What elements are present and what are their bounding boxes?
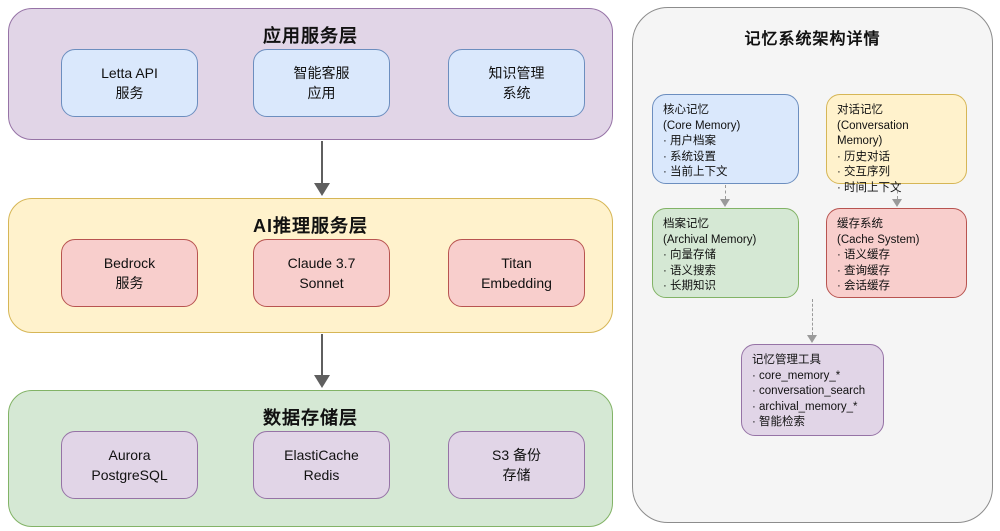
node-label-line1: Bedrock <box>103 255 156 271</box>
node-smart-customer-service: 智能客服 应用 <box>253 49 390 117</box>
memory-system-panel: 记忆系统架构详情 核心记忆 (Core Memory) 用户档案 系统设置 当前… <box>632 7 993 523</box>
node-s3-backup: S3 备份 存储 <box>448 431 585 499</box>
card-item: 向量存储 <box>663 248 788 264</box>
card-title: 核心记忆 <box>663 104 709 116</box>
card-title: 对话记忆 <box>837 104 883 116</box>
card-item: 交互序列 <box>837 165 956 181</box>
arrow-ai-to-data-icon <box>314 334 330 388</box>
node-label-line2: Sonnet <box>299 275 344 291</box>
node-label-line1: 知识管理 <box>488 65 545 81</box>
layer-title-data: 数据存储层 <box>263 408 358 428</box>
card-item: 用户档案 <box>663 134 788 150</box>
arrow-shaft <box>320 141 324 183</box>
arrow-app-to-ai-icon <box>314 141 330 196</box>
card-item: core_memory_* <box>752 369 873 385</box>
node-label-line1: 智能客服 <box>293 65 350 81</box>
dashed-arrow-core-to-archival-icon <box>719 185 731 207</box>
node-label-line2: Redis <box>303 467 340 483</box>
node-aurora-postgresql: Aurora PostgreSQL <box>61 431 198 499</box>
dashed-arrow-shaft <box>724 185 726 199</box>
node-label-line1: S3 备份 <box>491 447 541 463</box>
card-subtitle: (Cache System) <box>837 233 920 246</box>
node-bedrock: Bedrock 服务 <box>61 239 198 307</box>
node-knowledge-management: 知识管理 系统 <box>448 49 585 117</box>
card-item: 会话缓存 <box>837 279 956 295</box>
arrow-shaft <box>320 334 324 375</box>
card-item: 系统设置 <box>663 150 788 166</box>
dashed-arrow-to-tools-icon <box>806 299 818 343</box>
card-title: 档案记忆 <box>663 218 709 230</box>
node-elasticache-redis: ElastiCache Redis <box>253 431 390 499</box>
card-cache-system: 缓存系统 (Cache System) 语义缓存 查询缓存 会话缓存 <box>826 208 967 298</box>
node-label-line1: Titan <box>501 255 532 271</box>
layer-data-storage: 数据存储层 Aurora PostgreSQL ElastiCache Redi… <box>8 390 613 527</box>
card-item: 长期知识 <box>663 279 788 295</box>
card-item: 查询缓存 <box>837 264 956 280</box>
node-label-line2: 服务 <box>115 85 144 101</box>
dashed-arrow-shaft <box>811 299 813 335</box>
layer-title-ai: AI推理服务层 <box>253 216 368 236</box>
arrow-head-icon <box>314 375 330 388</box>
node-label-line1: ElastiCache <box>284 447 359 463</box>
dashed-arrow-head-icon <box>807 335 817 343</box>
card-item: 当前上下文 <box>663 165 788 181</box>
card-item: 语义缓存 <box>837 248 956 264</box>
node-label-line1: Letta API <box>101 65 158 81</box>
card-core-memory: 核心记忆 (Core Memory) 用户档案 系统设置 当前上下文 <box>652 94 799 184</box>
card-item: 时间上下文 <box>837 181 956 197</box>
layer-ai-inference: AI推理服务层 Bedrock 服务 Claude 3.7 Sonnet Tit… <box>8 198 613 333</box>
card-item: 语义搜索 <box>663 264 788 280</box>
node-label-line1: Aurora <box>108 447 151 463</box>
card-archival-memory: 档案记忆 (Archival Memory) 向量存储 语义搜索 长期知识 <box>652 208 799 298</box>
dashed-arrow-head-icon <box>720 199 730 207</box>
card-item: archival_memory_* <box>752 400 873 416</box>
panel-title: 记忆系统架构详情 <box>744 31 881 48</box>
card-conversation-memory: 对话记忆 (Conversation Memory) 历史对话 交互序列 时间上… <box>826 94 967 194</box>
card-subtitle: (Archival Memory) <box>663 233 757 246</box>
layer-title-application: 应用服务层 <box>263 26 358 46</box>
node-titan-embedding: Titan Embedding <box>448 239 585 307</box>
card-subtitle: (Conversation Memory) <box>837 119 909 148</box>
node-label-line2: Embedding <box>481 275 552 291</box>
node-label-line2: 存储 <box>502 467 531 483</box>
card-subtitle: (Core Memory) <box>663 119 741 132</box>
dashed-arrow-conversation-to-cache-icon <box>891 185 903 207</box>
card-memory-tools: 记忆管理工具 core_memory_* conversation_search… <box>741 344 884 436</box>
card-title: 缓存系统 <box>837 218 883 230</box>
arrow-head-icon <box>314 183 330 196</box>
card-item: 智能检索 <box>752 415 873 431</box>
card-item: conversation_search <box>752 384 873 400</box>
node-claude-sonnet: Claude 3.7 Sonnet <box>253 239 390 307</box>
card-item: 历史对话 <box>837 150 956 166</box>
node-label-line2: 应用 <box>307 85 336 101</box>
layer-application-services: 应用服务层 Letta API 服务 智能客服 应用 知识管理 系统 <box>8 8 613 140</box>
node-label-line1: Claude 3.7 <box>287 255 356 271</box>
node-label-line2: 服务 <box>115 275 144 291</box>
card-title: 记忆管理工具 <box>752 354 821 366</box>
dashed-arrow-head-icon <box>892 199 902 207</box>
node-letta-api: Letta API 服务 <box>61 49 198 117</box>
dashed-arrow-shaft <box>896 185 898 199</box>
node-label-line2: PostgreSQL <box>91 467 168 483</box>
node-label-line2: 系统 <box>502 85 531 101</box>
